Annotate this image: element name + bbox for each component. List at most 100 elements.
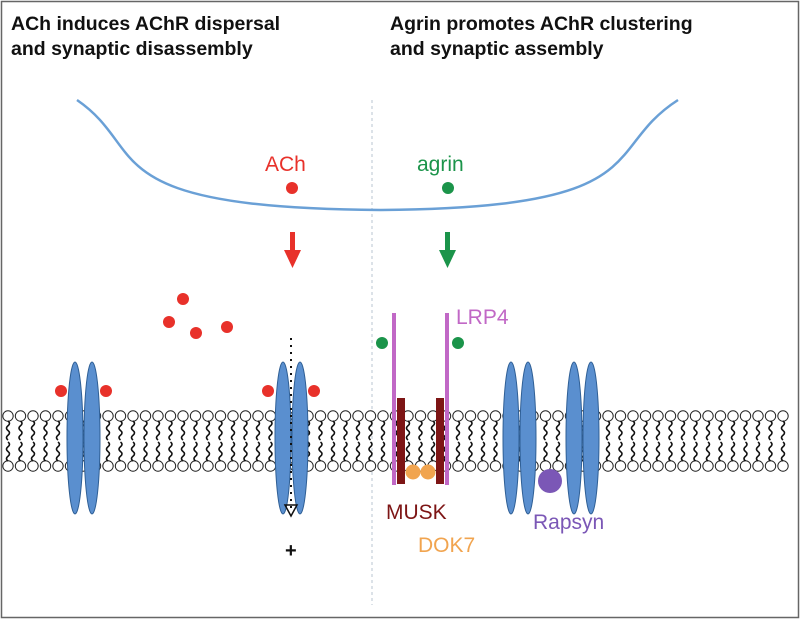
- musk-left: [397, 398, 405, 484]
- lipid-tail: [730, 420, 736, 441]
- lipid-tail: [405, 420, 411, 441]
- lipid-head: [614, 410, 627, 422]
- lipid-head: [764, 460, 777, 472]
- heading-right-line2: and synaptic assembly: [390, 38, 604, 60]
- lipid-head: [139, 460, 152, 472]
- dok7-molecule: [420, 464, 436, 480]
- lipid-tail: [105, 441, 111, 462]
- lipid-head: [202, 410, 214, 422]
- lipid-head: [552, 410, 564, 422]
- lipid-tail: [430, 441, 436, 462]
- lipid-head: [752, 460, 764, 472]
- lipid-head: [364, 460, 377, 472]
- lipid-head: [739, 460, 752, 472]
- lipid-head: [152, 460, 164, 472]
- lipid-head: [689, 460, 702, 472]
- agrin-label: agrin: [417, 153, 464, 176]
- lipid-tail: [193, 441, 198, 462]
- lipid-head: [214, 460, 227, 472]
- lipid-head: [114, 460, 127, 472]
- ach-molecule: [308, 385, 320, 397]
- lipid-tail: [343, 420, 348, 441]
- lipid-tail: [218, 420, 223, 441]
- lipid-tail: [55, 420, 61, 441]
- lipid-tail: [418, 420, 423, 441]
- lipid-head: [227, 410, 239, 422]
- lipid-tail: [543, 441, 548, 462]
- lipid-tail: [680, 441, 686, 462]
- lipid-tail: [618, 420, 623, 441]
- lipid-tail: [643, 441, 648, 462]
- lipid-tail: [155, 420, 161, 441]
- lipid-tail: [168, 420, 173, 441]
- agrin-molecule: [376, 337, 388, 349]
- lipid-head: [352, 460, 364, 472]
- lipid-head: [239, 410, 252, 422]
- ach-molecule: [262, 385, 274, 397]
- rapsyn-label: Rapsyn: [533, 511, 604, 534]
- heading-right: Agrin promotes AChR clustering and synap…: [390, 12, 693, 62]
- lipid-tail: [118, 420, 123, 441]
- lipid-head: [27, 460, 39, 472]
- lipid-head: [689, 410, 702, 422]
- lipid-head: [214, 410, 227, 422]
- lrp4-musk-complex: [376, 313, 464, 485]
- lipid-head: [777, 460, 789, 472]
- lipid-tail: [418, 441, 423, 462]
- lipid-head: [702, 410, 714, 422]
- lipid-head: [727, 410, 739, 422]
- lipid-head: [677, 410, 689, 422]
- musk-right: [436, 398, 444, 484]
- lipid-tail: [543, 420, 548, 441]
- ach-molecule: [177, 293, 189, 305]
- lipid-head: [602, 460, 614, 472]
- lipid-head: [177, 410, 189, 422]
- lipid-tail: [230, 441, 236, 462]
- lrp4-left-strand: [392, 313, 396, 485]
- lipid-head: [777, 410, 789, 422]
- lipid-tail: [630, 420, 636, 441]
- lipid-tail: [43, 420, 48, 441]
- lipid-head: [627, 460, 639, 472]
- lipid-head: [327, 460, 339, 472]
- lipid-head: [414, 410, 427, 422]
- lipid-tail: [355, 441, 361, 462]
- lipid-head: [464, 410, 477, 422]
- lipid-tail: [455, 441, 461, 462]
- lipid-head: [102, 460, 114, 472]
- lipid-head: [489, 460, 502, 472]
- lipid-head: [39, 460, 52, 472]
- lipid-tail: [30, 441, 36, 462]
- lipid-head: [139, 410, 152, 422]
- lipid-head: [339, 460, 352, 472]
- lipid-head: [452, 410, 464, 422]
- lrp4-right-strand: [445, 313, 449, 485]
- lipid-tail: [618, 441, 623, 462]
- lipid-head: [14, 460, 27, 472]
- lipid-head: [702, 460, 714, 472]
- plus-sign: +: [285, 540, 297, 562]
- lipid-head: [27, 410, 39, 422]
- lipid-head: [377, 460, 389, 472]
- ach-molecule: [286, 182, 298, 194]
- lipid-tail: [5, 441, 11, 462]
- lipid-head: [189, 460, 202, 472]
- heading-right-line1: Agrin promotes AChR clustering: [390, 13, 693, 35]
- lipid-tail: [493, 420, 498, 441]
- lipid-tail: [255, 420, 261, 441]
- lipid-tail: [318, 441, 323, 462]
- lipid-tail: [630, 441, 636, 462]
- lipid-head: [714, 460, 727, 472]
- lipid-tail: [468, 441, 473, 462]
- lipid-tail: [18, 420, 23, 441]
- lipid-head: [127, 460, 139, 472]
- lipid-head: [652, 460, 664, 472]
- lipid-head: [464, 460, 477, 472]
- lipid-tail: [705, 441, 711, 462]
- agrin-release-arrow: [439, 232, 456, 268]
- free-ach-molecules: [163, 293, 233, 339]
- lipid-head: [52, 410, 64, 422]
- lipid-tail: [143, 420, 148, 441]
- achr-receptor-internalizing: [262, 338, 320, 518]
